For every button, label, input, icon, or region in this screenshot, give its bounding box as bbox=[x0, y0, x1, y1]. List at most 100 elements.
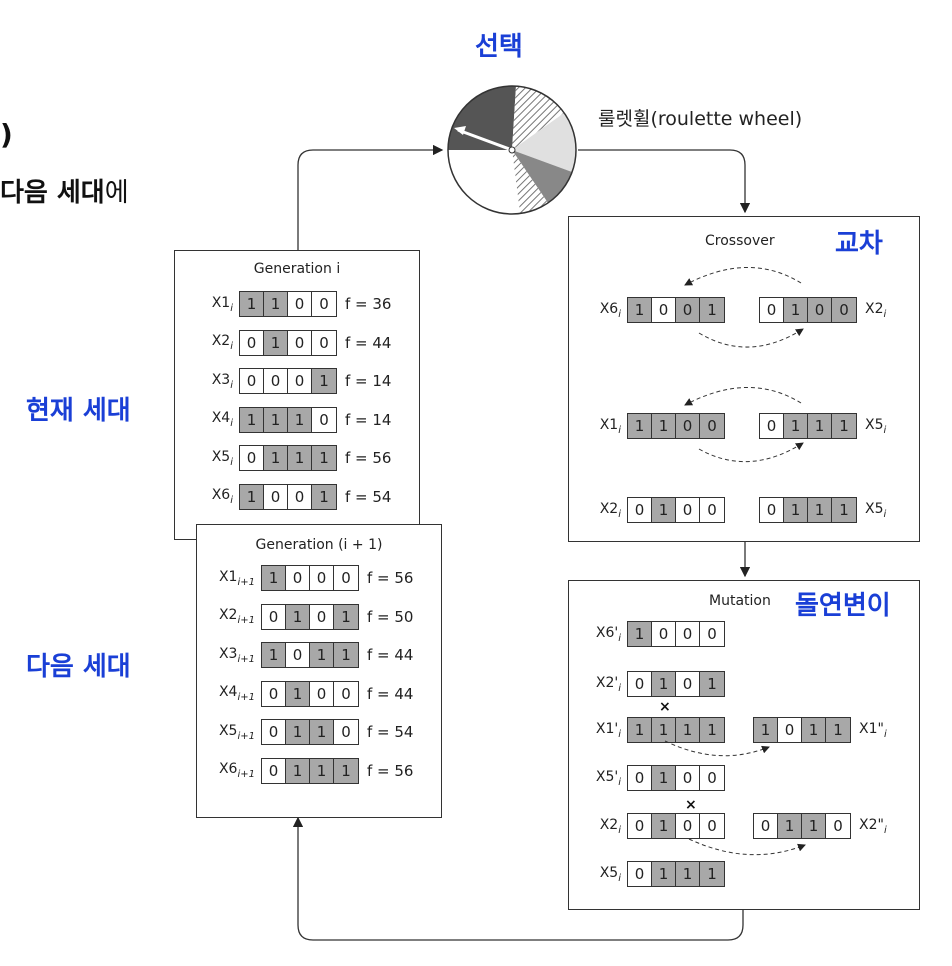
chromosome-label: X5i bbox=[865, 416, 887, 436]
label-subscript: i bbox=[883, 424, 887, 436]
label-subscript: i bbox=[883, 728, 887, 740]
bit-cell: 1 bbox=[808, 498, 832, 522]
bit-cell: 1 bbox=[784, 298, 808, 322]
chromosome-label: X2i bbox=[865, 300, 887, 320]
bit-cell: 0 bbox=[262, 604, 286, 629]
label-subscript: i bbox=[230, 340, 233, 352]
bit-cell: 0 bbox=[288, 330, 312, 355]
chromosome-label: X2"i bbox=[859, 816, 887, 836]
chromosome-label: X6i bbox=[211, 487, 233, 506]
label-subscript: i bbox=[883, 508, 887, 520]
bit-cell: 0 bbox=[707, 625, 717, 643]
bit-cell: 0 bbox=[286, 643, 310, 667]
mutation-title: Mutation bbox=[709, 593, 771, 609]
label-subscript: i bbox=[883, 308, 887, 320]
bit-cell: 0 bbox=[288, 369, 312, 393]
chromosome-label: X5i bbox=[865, 500, 887, 520]
bit-cell: 1 bbox=[652, 718, 676, 742]
label-subscript: i+1 bbox=[237, 768, 255, 780]
bit-cell: 1 bbox=[264, 407, 288, 432]
label-subscript: i+1 bbox=[237, 730, 255, 742]
bit-cell: 0 bbox=[341, 684, 351, 703]
bit-cell: 0 bbox=[676, 672, 700, 696]
bit-cell: 1 bbox=[676, 862, 700, 886]
bit-cell: 0 bbox=[288, 484, 312, 509]
bit-cell: 1 bbox=[334, 643, 358, 667]
chromosome-label: X2i+1 bbox=[218, 607, 255, 626]
bit-cell: 1 bbox=[288, 407, 312, 432]
bit-cell: 0 bbox=[319, 410, 329, 429]
bit-cell: 0 bbox=[341, 569, 351, 587]
bit-cell: 1 bbox=[802, 814, 826, 838]
label-subscript: i bbox=[618, 776, 621, 788]
generation-i-title: Generation i bbox=[253, 261, 341, 277]
bit-cell: 1 bbox=[832, 414, 856, 438]
bit-cell: 0 bbox=[319, 295, 329, 313]
label-subscript: i bbox=[230, 494, 233, 506]
bit-cell: 1 bbox=[832, 498, 856, 522]
bit-cell: 0 bbox=[310, 566, 334, 590]
cropped-heading-bold: 다음 세대 bbox=[0, 178, 105, 208]
fitness-value: f = 44 bbox=[367, 646, 414, 664]
bit-cell: 1 bbox=[262, 643, 286, 667]
label-subscript: i bbox=[883, 824, 887, 836]
chromosome-label: X2i bbox=[211, 333, 233, 352]
bit-cell: 1 bbox=[264, 292, 288, 316]
bit-cell: 0 bbox=[760, 498, 784, 522]
fitness-value: f = 36 bbox=[345, 295, 392, 313]
bit-cell: 0 bbox=[310, 681, 334, 706]
crossover-swap-arrows bbox=[684, 267, 804, 463]
cropped-heading: 다음 세대에 bbox=[0, 172, 129, 209]
bit-cell: 0 bbox=[760, 414, 784, 438]
crossover-kor-label: 교차 bbox=[835, 229, 883, 259]
bit-cell: 0 bbox=[676, 298, 700, 322]
bit-cell: 1 bbox=[784, 414, 808, 438]
bit-cell: 1 bbox=[240, 407, 264, 432]
bit-cell: 1 bbox=[652, 414, 676, 438]
bit-cell: 1 bbox=[310, 758, 334, 783]
label-subscript: i+1 bbox=[237, 576, 255, 588]
label-subscript: i bbox=[230, 417, 233, 429]
bit-cell: 1 bbox=[700, 298, 724, 322]
label-subscript: i bbox=[618, 872, 621, 884]
bit-cell: 0 bbox=[707, 817, 717, 835]
bit-cell: 1 bbox=[286, 681, 310, 706]
chromosome-label: X1i+1 bbox=[218, 568, 255, 588]
bit-cell: 1 bbox=[310, 720, 334, 744]
label-subscript: i bbox=[230, 456, 233, 468]
bit-cell: 0 bbox=[240, 446, 264, 470]
bit-cell: 1 bbox=[778, 814, 802, 838]
bit-cell: 1 bbox=[802, 718, 826, 742]
bit-cell: 1 bbox=[700, 862, 724, 886]
